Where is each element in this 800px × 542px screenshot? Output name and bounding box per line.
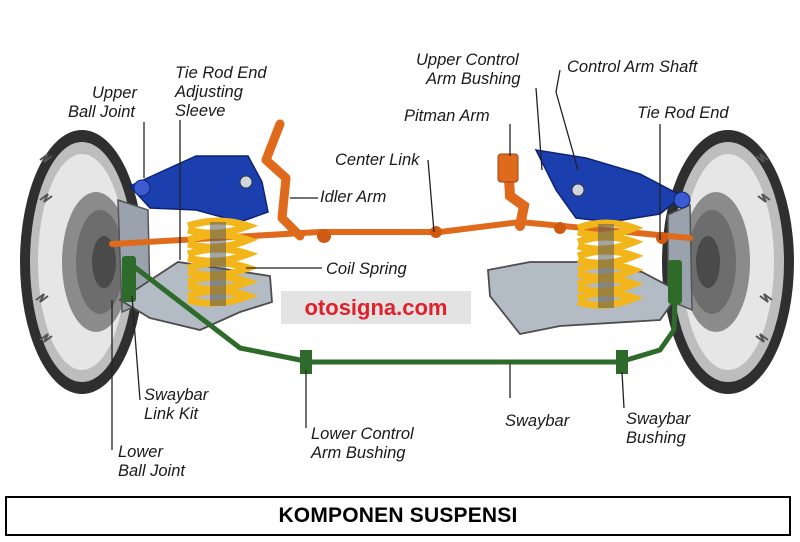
label-upper-ball-joint: Upper Ball Joint — [68, 84, 137, 121]
right-wheel — [662, 130, 794, 394]
left-wheel — [20, 130, 144, 394]
left-upper-control-arm — [128, 155, 269, 223]
steering-linkage — [109, 119, 693, 247]
label-coil-spring: Coil Spring — [326, 260, 407, 278]
label-tie-rod-end: Tie Rod End — [637, 104, 729, 122]
leader-lines — [111, 69, 661, 450]
label-swaybar-link-kit: Swaybar Link Kit — [144, 386, 209, 423]
caption-box: KOMPONEN SUSPENSI — [5, 496, 791, 536]
label-tie-rod-end-adjusting-sleeve: Tie Rod End Adjusting Sleeve — [175, 64, 267, 120]
label-swaybar-bushing: Swaybar Bushing — [626, 410, 691, 447]
right-coil-spring — [576, 219, 644, 309]
label-pitman-arm: Pitman Arm — [404, 107, 490, 125]
caption-title: KOMPONEN SUSPENSI — [278, 504, 518, 527]
label-lower-control-arm-bushing: Lower Control Arm Bushing — [311, 425, 414, 462]
watermark-text: otosigna.com — [304, 294, 448, 320]
label-lower-ball-joint: Lower Ball Joint — [118, 443, 185, 480]
label-upper-control-arm-bushing: Upper Control Arm Bushing — [416, 51, 521, 88]
label-swaybar: Swaybar — [505, 412, 570, 430]
label-center-link: Center Link — [335, 151, 420, 169]
label-idler-arm: Idler Arm — [320, 188, 387, 206]
label-control-arm-shaft: Control Arm Shaft — [567, 58, 698, 76]
watermark: otosigna.com — [281, 291, 471, 324]
